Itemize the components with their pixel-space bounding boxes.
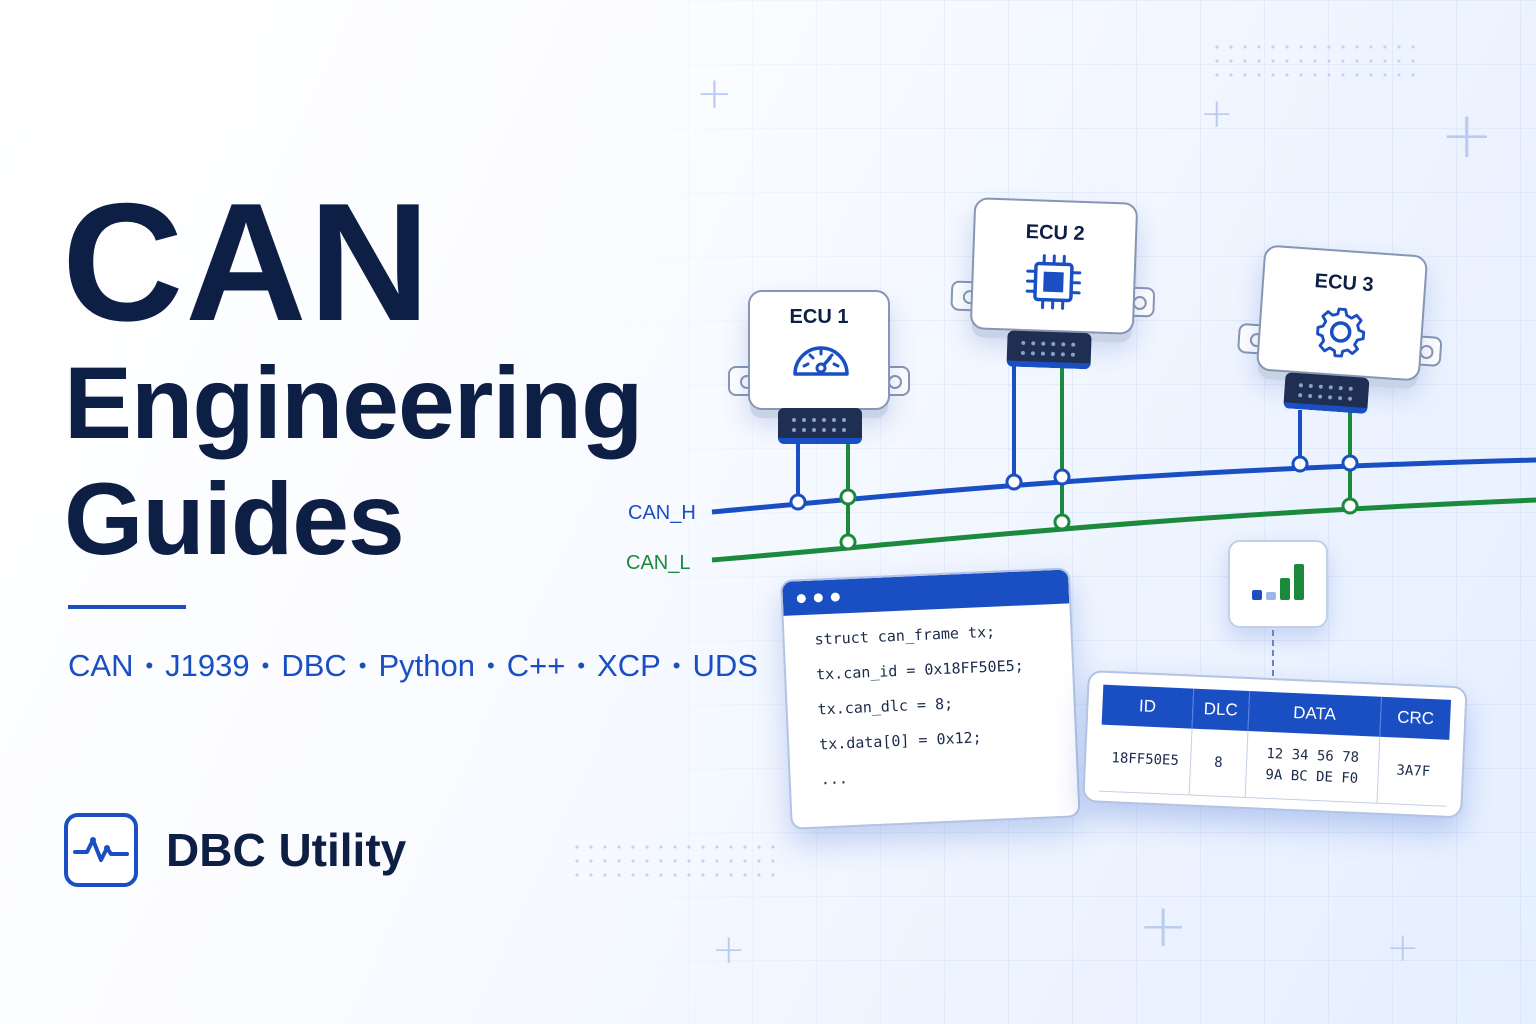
bus-junction [1053, 513, 1071, 531]
can-frame-table: ID DLC DATA CRC 18FF50E5 8 12 34 56 78 9… [1098, 684, 1452, 807]
brand[interactable]: DBC Utility [64, 813, 406, 887]
topic-separator: • [145, 653, 154, 678]
column-header: DLC [1192, 688, 1250, 732]
topic-separator: • [358, 653, 367, 678]
code-body: struct can_frame tx; tx.can_id = 0x18FF5… [784, 603, 1078, 806]
ecu-connector [1006, 330, 1092, 370]
can-h-label: CAN_H [628, 502, 696, 524]
topic-separator: • [577, 653, 586, 678]
bus-junction [1291, 455, 1309, 473]
topic-item: C++ [506, 648, 566, 683]
waveform-icon [64, 813, 138, 887]
topic-item: Python [378, 648, 475, 683]
title-line-3: Guides [64, 462, 405, 576]
topic-separator: • [487, 653, 495, 678]
table-row: 18FF50E5 8 12 34 56 78 9A BC DE F0 3A7F [1098, 724, 1450, 806]
chart-card [1228, 540, 1328, 628]
gauge-icon [790, 338, 852, 383]
plus-mark: + [1440, 99, 1494, 173]
plus-mark: + [712, 927, 746, 973]
column-header: CRC [1379, 696, 1452, 740]
plus-mark: + [1138, 891, 1189, 961]
title-underline [68, 605, 186, 609]
frame-dlc-cell: 8 [1189, 728, 1248, 797]
ecu-2[interactable]: ECU 2 [950, 197, 1156, 370]
topic-item: J1939 [165, 648, 250, 683]
plus-mark: + [1386, 925, 1420, 971]
can-frame-card: ID DLC DATA CRC 18FF50E5 8 12 34 56 78 9… [1082, 670, 1468, 819]
frame-id-cell: 18FF50E5 [1098, 724, 1193, 795]
topic-item: XCP [597, 648, 661, 683]
bus-junction [1005, 473, 1023, 491]
title-line-2: Engineering [64, 346, 643, 460]
topic-list: CAN • J1939 • DBC • Python • C++ • XCP • UDS [68, 648, 758, 684]
ecu-1[interactable]: ECU 1 [728, 290, 910, 444]
ecu-housing [748, 290, 890, 410]
column-header: ID [1101, 684, 1194, 729]
column-header: DATA [1247, 691, 1382, 737]
bus-junction [839, 533, 857, 551]
plus-mark: + [696, 68, 733, 119]
ecu-name: ECU 1 [789, 306, 849, 328]
window-dot [830, 591, 840, 602]
dashed-connector [1272, 630, 1274, 686]
brand-name: DBC Utility [166, 824, 407, 876]
topic-separator: • [672, 653, 681, 678]
dot-pattern [570, 840, 780, 884]
topic-separator: • [261, 653, 270, 678]
ecu-connector [778, 408, 862, 444]
ecu-connector [1283, 372, 1370, 414]
code-window: struct can_frame tx; tx.can_id = 0x18FF5… [780, 567, 1081, 830]
topic-item: CAN [68, 648, 134, 683]
topic-item: DBC [281, 648, 347, 683]
bus-junction [1341, 497, 1359, 515]
plus-mark: + [1200, 91, 1234, 137]
chip-icon [1022, 253, 1084, 316]
bus-junction [1341, 454, 1359, 472]
gear-icon [1309, 298, 1373, 365]
frame-crc-cell: 3A7F [1376, 736, 1450, 806]
title-main: CAN [62, 168, 432, 356]
can-l-line [711, 497, 1536, 563]
window-dot [813, 592, 823, 603]
bus-junction [839, 488, 857, 506]
bus-junction [789, 493, 807, 511]
window-dot [796, 593, 807, 603]
ecu-3[interactable]: ECU 3 [1236, 244, 1443, 414]
can-l-label: CAN_L [626, 552, 691, 574]
topic-item: UDS [692, 648, 758, 683]
bus-junction [1053, 468, 1071, 486]
dot-pattern [1210, 40, 1420, 84]
frame-data-cell: 12 34 56 78 9A BC DE F0 [1244, 731, 1380, 803]
